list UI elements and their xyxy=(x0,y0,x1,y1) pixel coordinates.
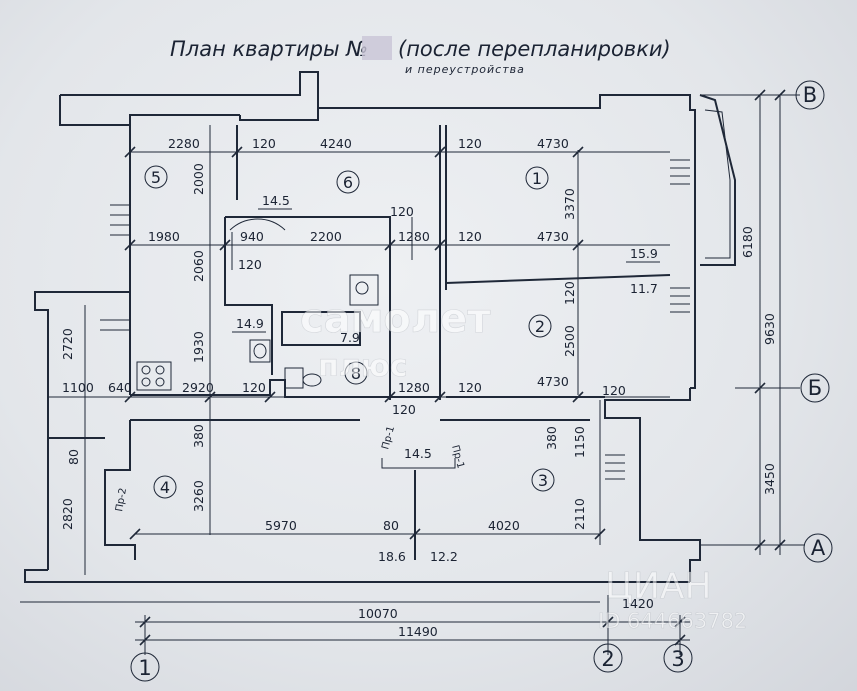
dim-vert-1: 2000 xyxy=(191,163,206,195)
dim-top-5: 4730 xyxy=(537,136,569,151)
opening-label-2: Пр-1 xyxy=(449,444,466,470)
dim-second-6: 4730 xyxy=(537,229,569,244)
dim-overall-3: 11490 xyxy=(398,624,438,639)
plan-title-suffix: (после перепланировки) xyxy=(398,37,671,61)
watermark-id: ID 644663782 xyxy=(598,609,747,633)
axis-bubble-a xyxy=(803,533,833,563)
dim-misc-1: 120 xyxy=(390,204,414,219)
dim-overall-1: 10070 xyxy=(358,606,398,621)
axis-bubble-3 xyxy=(663,643,693,673)
dim-vert-13: 1150 xyxy=(572,426,587,458)
dimension-texts: 2280 120 4240 120 4730 1980 940 2200 128… xyxy=(60,136,777,639)
room-areas: 14.5 15.9 11.7 14.9 7.9 14.5 18.6 12.2 xyxy=(232,193,660,564)
dim-vert-10: 120 xyxy=(562,281,577,305)
room-number-2: 2 xyxy=(535,317,545,336)
axis-label-b: Б xyxy=(808,376,822,400)
dim-vert-3: 1930 xyxy=(191,331,206,363)
dim-overall-2: 1420 xyxy=(622,596,654,611)
dim-top-1: 2280 xyxy=(168,136,200,151)
area-room-7: 7.9 xyxy=(340,330,360,345)
axis-label-v: В xyxy=(803,83,817,107)
axis-label-2: 2 xyxy=(601,647,614,671)
area-room-5: 14.9 xyxy=(236,316,264,331)
plan-subtitle: и переустройства xyxy=(405,63,525,76)
area-room-6: 14.5 xyxy=(262,193,290,208)
dim-bottom-2: 80 xyxy=(383,518,399,533)
room-number-6: 6 xyxy=(343,173,353,192)
dim-vert-16: 9630 xyxy=(762,313,777,345)
axis-bubble-2 xyxy=(593,643,623,673)
dim-vert-5: 3260 xyxy=(191,480,206,512)
axis-label-1: 1 xyxy=(138,656,151,680)
axis-bubble-v xyxy=(795,80,825,110)
dim-mid-2: 640 xyxy=(108,380,132,395)
dim-mid-6: 120 xyxy=(458,380,482,395)
redacted-number-mark xyxy=(362,36,392,60)
dim-mid-4: 120 xyxy=(242,380,266,395)
dim-mid-3: 2920 xyxy=(182,380,214,395)
area-room-8: 14.5 xyxy=(404,446,432,461)
plan-title: План квартиры № xyxy=(170,37,368,61)
opening-label-1: Пр-1 xyxy=(380,425,397,451)
window-marks xyxy=(100,159,690,480)
dim-bottom-1: 5970 xyxy=(265,518,297,533)
opening-label-3: Пр-2 xyxy=(114,487,129,512)
plumbing-fixtures xyxy=(136,274,379,391)
dim-vert-15: 6180 xyxy=(740,226,755,258)
dim-bottom-3: 4020 xyxy=(488,518,520,533)
dim-top-2: 120 xyxy=(252,136,276,151)
room-number-5: 5 xyxy=(151,168,161,187)
dim-second-2: 940 xyxy=(240,229,264,244)
room-number-1: 1 xyxy=(532,169,542,188)
room-number-3: 3 xyxy=(538,471,548,490)
dim-vert-6: 2720 xyxy=(60,328,75,360)
dim-misc-3: 120 xyxy=(392,402,416,417)
area-room-3: 12.2 xyxy=(430,549,458,564)
dim-vert-12: 380 xyxy=(544,426,559,450)
dim-top-4: 120 xyxy=(458,136,482,151)
watermark-samolet: самолет xyxy=(300,296,491,342)
area-room-1: 15.9 xyxy=(630,246,658,261)
watermarks: самолет плюс ЦИАН ID 644663782 xyxy=(300,296,748,634)
dim-vert-2: 2060 xyxy=(191,250,206,282)
axis-label-a: А xyxy=(811,536,826,560)
watermark-plus: плюс xyxy=(318,349,408,384)
dim-second-5: 120 xyxy=(458,229,482,244)
dim-mid-7: 4730 xyxy=(537,374,569,389)
dim-mid-1: 1100 xyxy=(62,380,94,395)
dim-second-3: 2200 xyxy=(310,229,342,244)
dim-vert-4: 380 xyxy=(191,424,206,448)
dim-second-4: 1280 xyxy=(398,229,430,244)
axis-bubble-1 xyxy=(130,652,160,682)
area-room-2: 11.7 xyxy=(630,281,658,296)
room-number-4: 4 xyxy=(160,478,170,497)
dim-vert-7: 80 xyxy=(66,449,81,465)
axis-markers: В Б А 1 2 3 xyxy=(130,80,833,682)
dim-vert-11: 2500 xyxy=(562,325,577,357)
dim-mid-5: 1280 xyxy=(398,380,430,395)
dim-vert-17: 3450 xyxy=(762,463,777,495)
dim-vert-14: 2110 xyxy=(572,498,587,530)
room-number-8: 8 xyxy=(351,364,361,383)
door-swings xyxy=(229,218,286,270)
dim-misc-4: 120 xyxy=(602,383,626,398)
axis-bubble-b xyxy=(800,373,830,403)
dim-second-1: 1980 xyxy=(148,229,180,244)
dimension-lines xyxy=(20,89,805,655)
dim-misc-2: 120 xyxy=(238,257,262,272)
area-room-4: 18.6 xyxy=(378,549,406,564)
watermark-cian: ЦИАН xyxy=(605,566,712,607)
axis-label-3: 3 xyxy=(671,647,684,671)
room-numbers: 5 6 1 2 8 3 4 xyxy=(144,165,555,499)
dim-top-3: 4240 xyxy=(320,136,352,151)
dim-vert-8: 2820 xyxy=(60,498,75,530)
dim-vert-9: 3370 xyxy=(562,188,577,220)
opening-labels: Пр-1 Пр-1 Пр-2 xyxy=(114,425,466,513)
